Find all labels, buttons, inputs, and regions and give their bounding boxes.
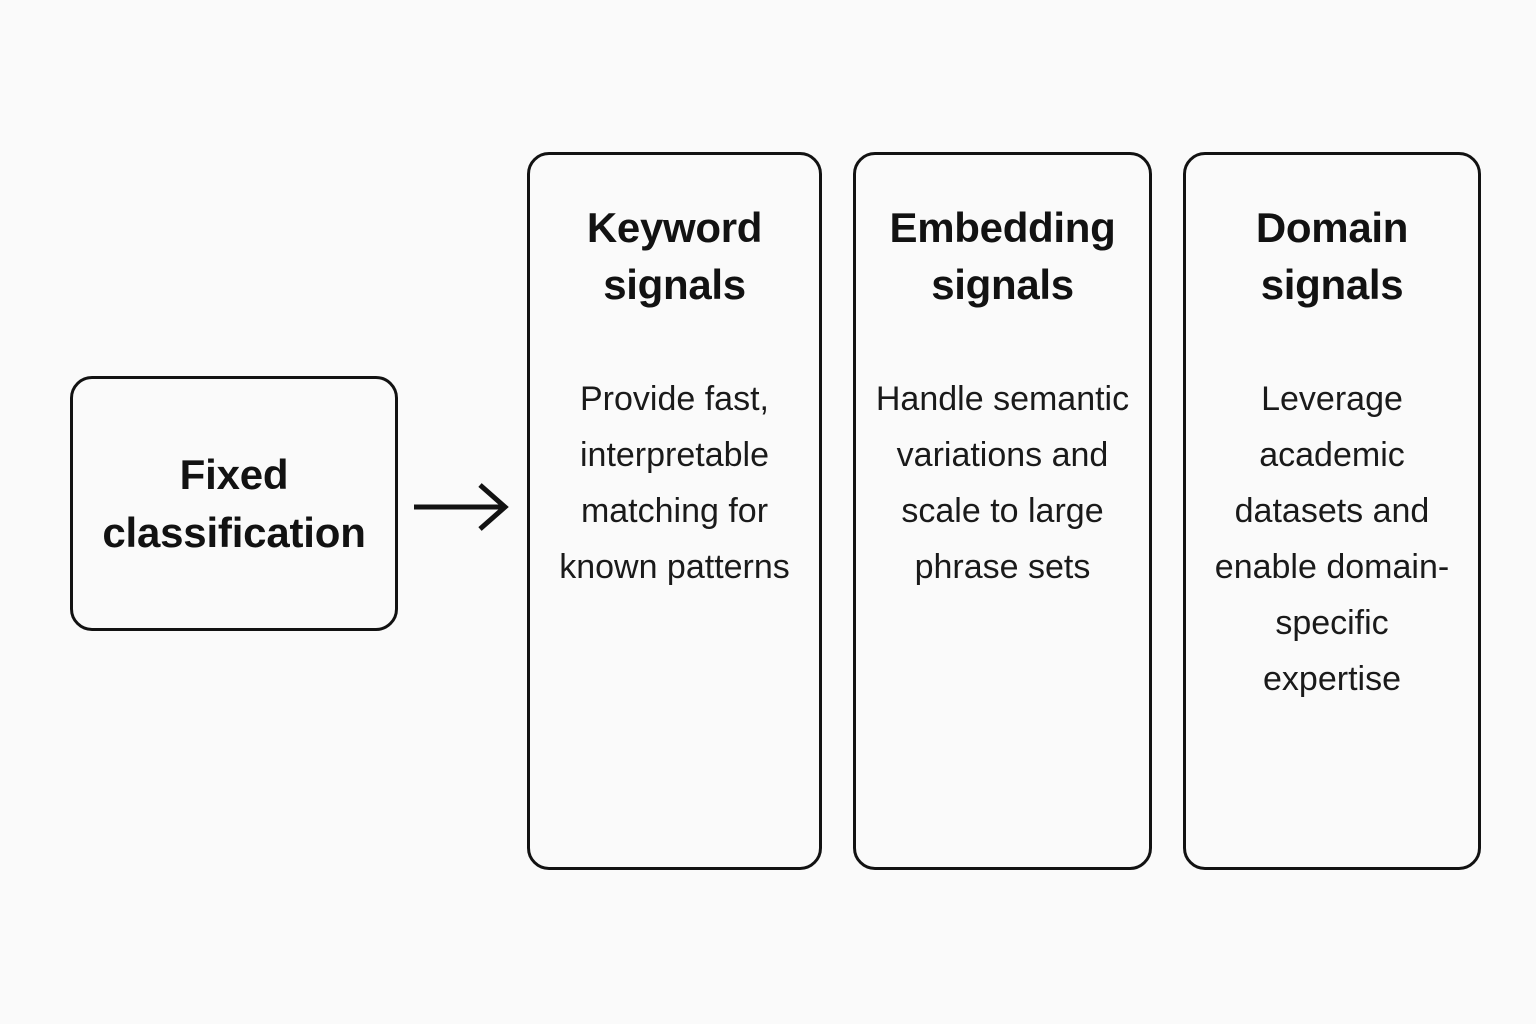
card-domain-signals[interactable]: Domain signals Leverage academic dataset… bbox=[1183, 152, 1481, 870]
card-keyword-signals-title: Keyword signals bbox=[586, 204, 763, 308]
signal-cards-row: Keyword signals Provide fast, interpreta… bbox=[527, 152, 1481, 870]
node-fixed-classification-label: Fixed classification bbox=[102, 450, 366, 556]
card-embedding-signals-title: Embedding signals bbox=[889, 204, 1116, 308]
card-domain-signals-body: Leverage academic datasets and enable do… bbox=[1214, 380, 1450, 698]
arrow-right-icon bbox=[410, 476, 514, 538]
card-keyword-signals[interactable]: Keyword signals Provide fast, interpreta… bbox=[527, 152, 822, 870]
node-fixed-classification[interactable]: Fixed classification bbox=[70, 376, 398, 631]
card-domain-signals-title: Domain signals bbox=[1255, 204, 1409, 308]
card-embedding-signals-body: Handle semantic variations and scale to … bbox=[875, 380, 1130, 586]
card-keyword-signals-body: Provide fast, interpretable matching for… bbox=[559, 380, 790, 586]
card-embedding-signals[interactable]: Embedding signals Handle semantic variat… bbox=[853, 152, 1152, 870]
